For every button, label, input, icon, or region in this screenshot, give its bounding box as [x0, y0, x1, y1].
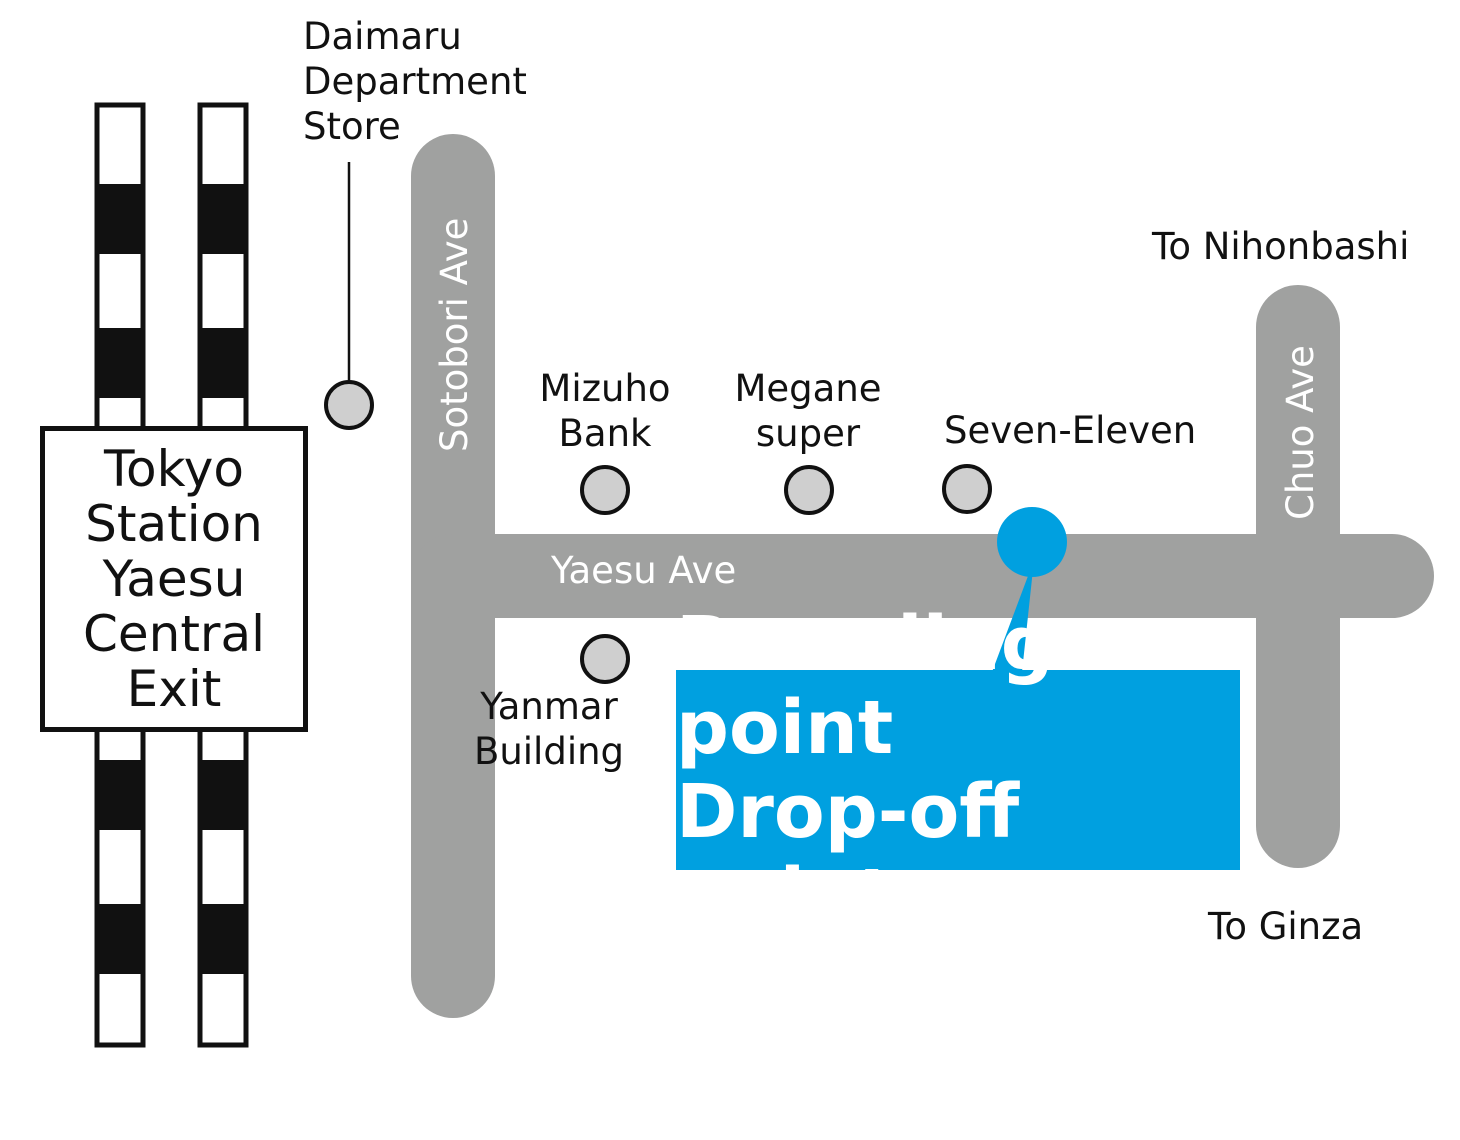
label-to-ginza: To Ginza: [1208, 905, 1364, 948]
label-megane-super: Megane super: [734, 367, 882, 455]
rail-ties: [97, 184, 246, 974]
label-chuo-ave: Chuo Ave: [1279, 345, 1322, 520]
station-line-5: Exit: [126, 659, 222, 718]
station-line-1: Tokyo: [104, 439, 244, 498]
tokyo-station-sign: Tokyo Station Yaesu Central Exit: [40, 426, 308, 732]
label-to-nihonbashi: To Nihonbashi: [1152, 225, 1410, 268]
landmark-markers: [324, 380, 992, 684]
boarding-point-marker: [997, 507, 1067, 577]
callout-boarding-text: Boarding point: [676, 601, 1054, 771]
label-daimaru: Daimaru Department Store: [303, 15, 527, 148]
railway-tracks: [94, 102, 249, 1048]
station-line-4: Central: [82, 604, 266, 663]
callout-pointer: [992, 560, 1034, 672]
station-line-2: Station: [85, 494, 263, 553]
label-yaesu-ave: Yaesu Ave: [551, 549, 737, 592]
callout-dropoff-text: Drop-off point: [676, 769, 1020, 939]
marker-yanmar: [580, 634, 630, 684]
marker-daimaru: [324, 380, 374, 430]
marker-seven-eleven: [942, 464, 992, 514]
label-sotobori-ave: Sotobori Ave: [433, 217, 476, 452]
marker-mizuho: [580, 465, 630, 515]
boarding-dropoff-callout: Boarding point Drop-off point: [676, 602, 1240, 938]
station-line-3: Yaesu: [102, 549, 246, 608]
label-mizuho-bank: Mizuho Bank: [539, 367, 671, 455]
label-yanmar-building: Yanmar Building: [473, 685, 625, 773]
label-seven-eleven: Seven-Eleven: [944, 409, 1197, 452]
marker-megane: [784, 465, 834, 515]
roads: [411, 134, 1434, 1018]
